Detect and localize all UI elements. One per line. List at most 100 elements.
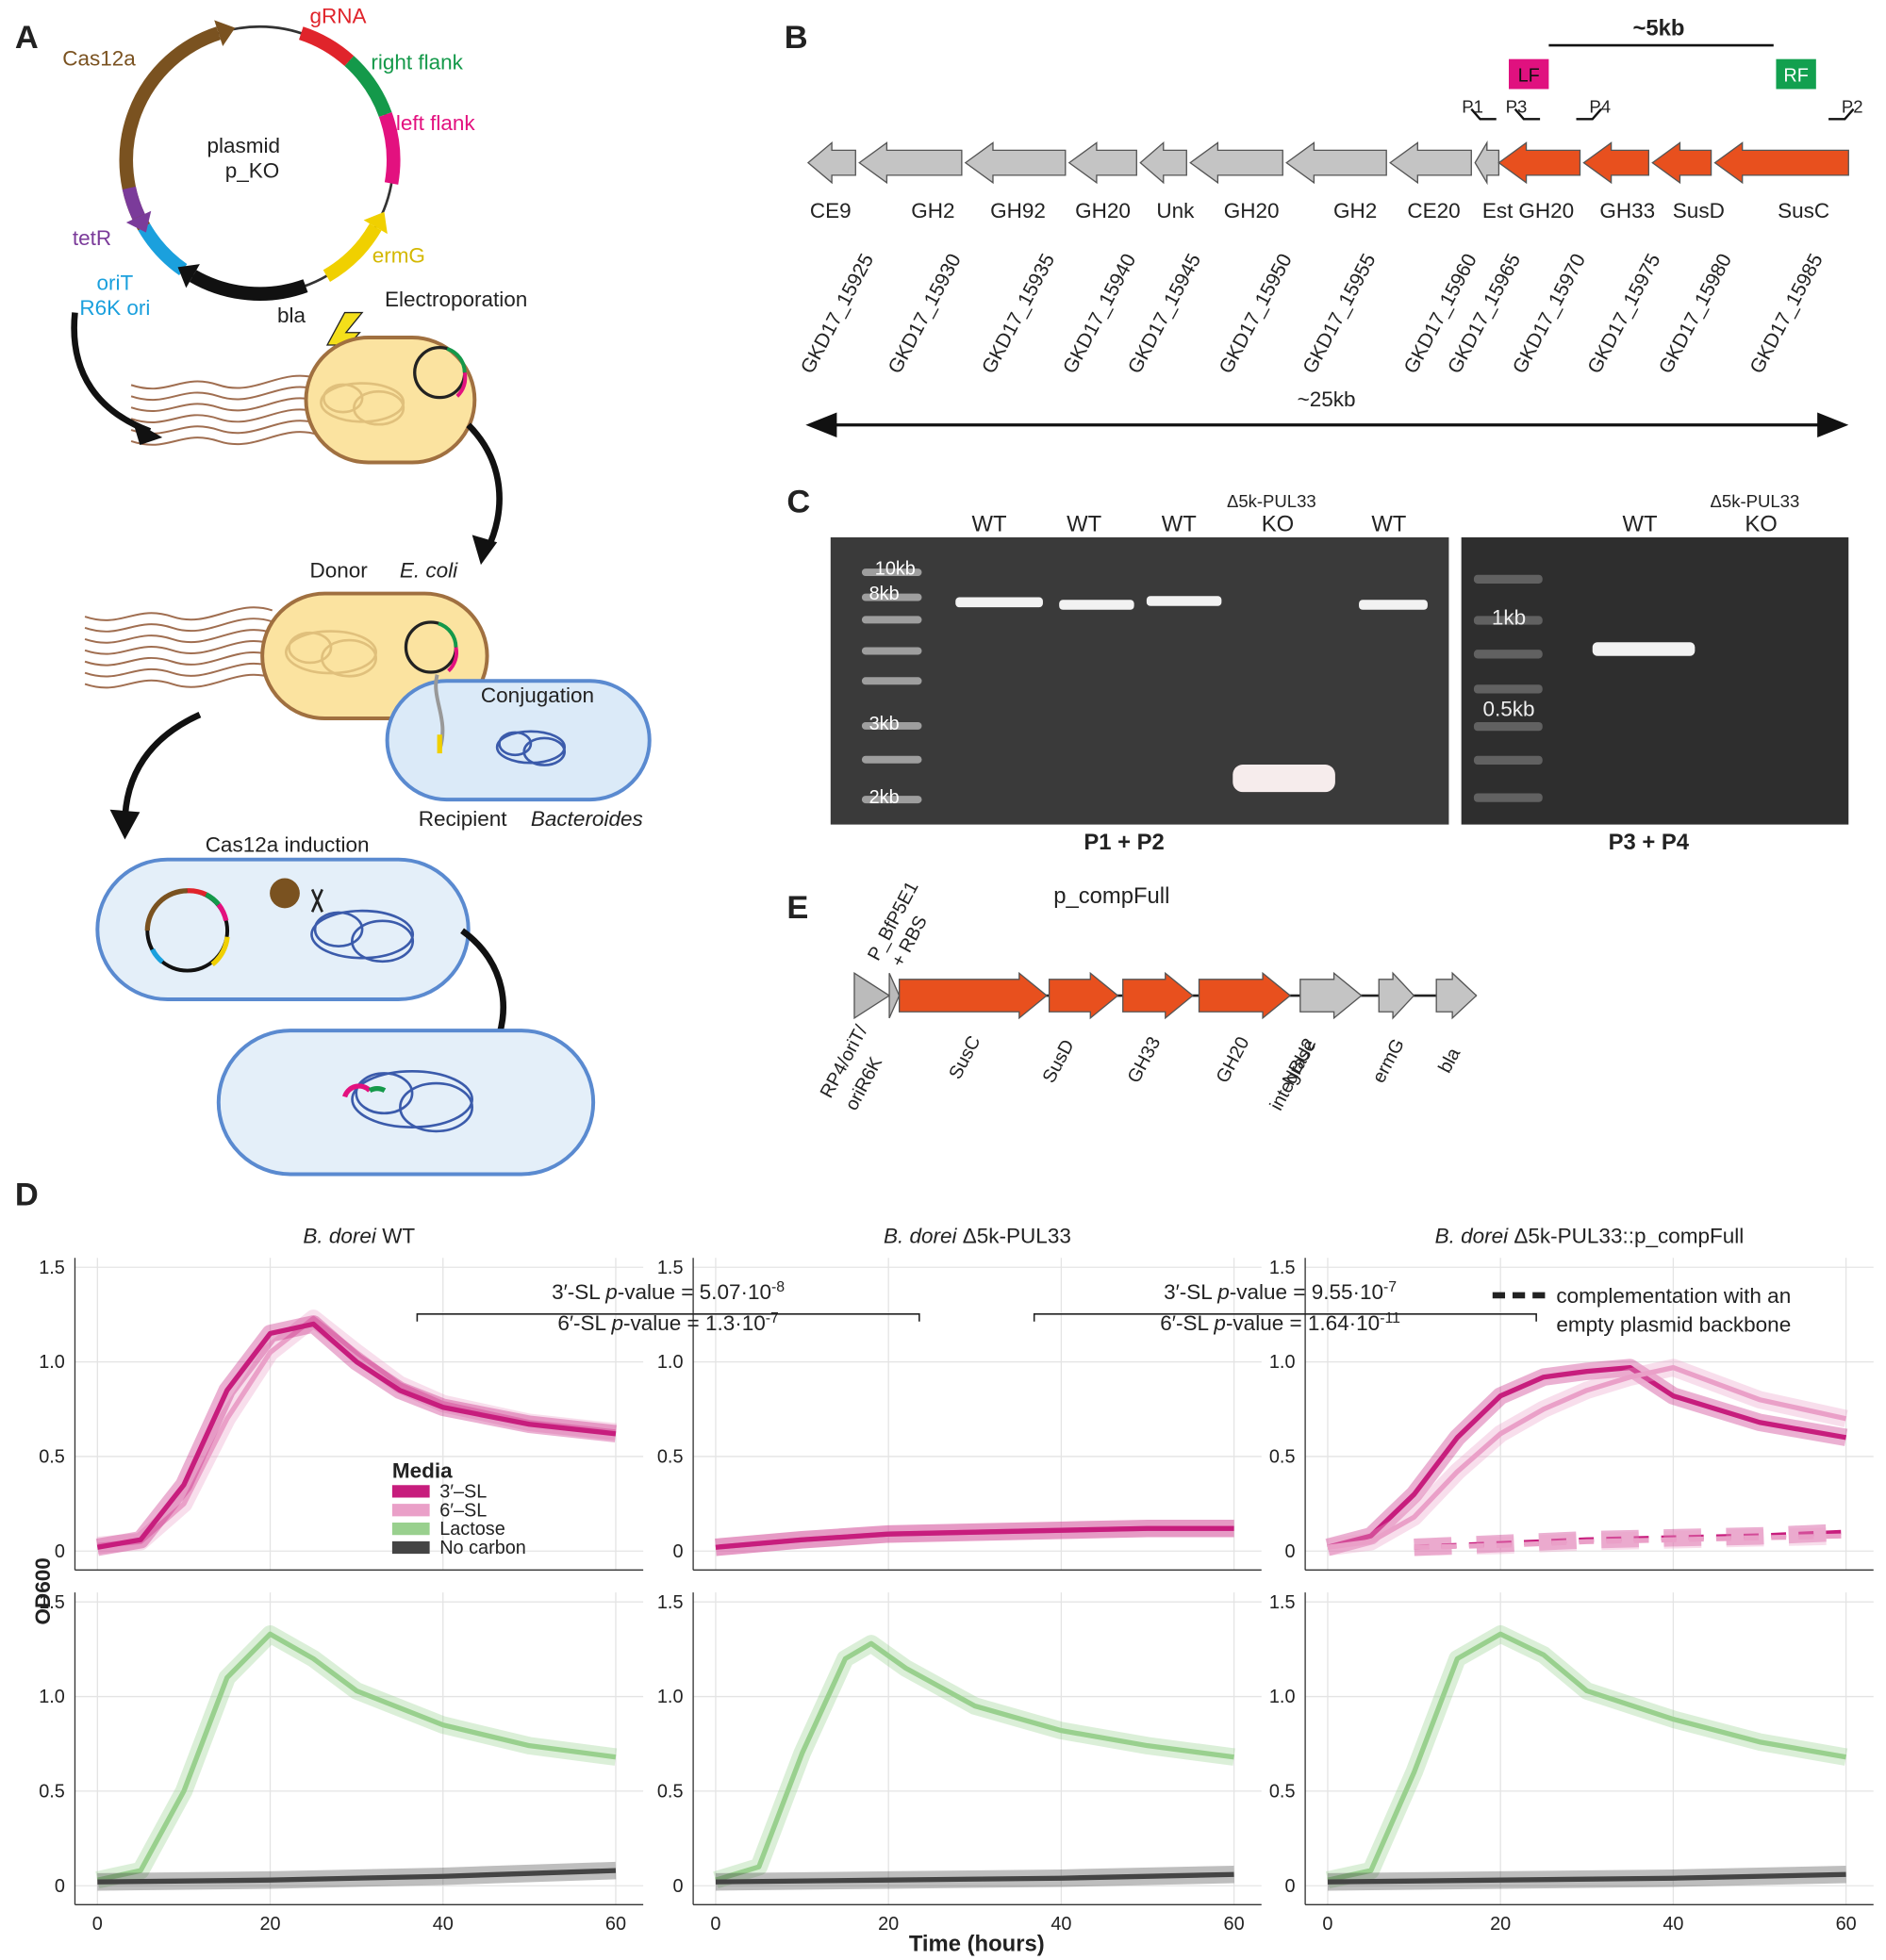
gene-arrow (1474, 140, 1500, 186)
flagellum (84, 640, 273, 655)
nucleoid-top (320, 382, 405, 426)
gene-name: GH20 (1075, 199, 1131, 222)
part-label: bla (1434, 1044, 1464, 1077)
stat-value: -value = 1.64·10 (1226, 1311, 1380, 1335)
gene-locus: GKD17_15980 (1655, 251, 1736, 378)
bla-label: bla (277, 304, 306, 327)
lane-label: WT (971, 511, 1006, 536)
dna-loop (351, 1069, 473, 1128)
primer-p4-label: P4 (1589, 97, 1611, 117)
ladder-band (1473, 684, 1543, 694)
stats-wt-vs-ko: 3′-SL p-value = 5.07·10-8 6′-SL p-value =… (552, 1278, 785, 1335)
dna-loop (322, 383, 364, 414)
stat-value: -value = 9.55·10 (1230, 1280, 1383, 1304)
stat-line: 6′-SL p-value = 1.3·10-7 (557, 1310, 779, 1335)
y-tick-label: 1.0 (657, 1352, 684, 1373)
right-flank-label: right flank (371, 50, 463, 74)
lane-label: WT (1162, 511, 1197, 536)
ladder-band (861, 647, 922, 655)
legend-label: 3′–SL (439, 1482, 487, 1503)
left-flank-label: left flank (396, 111, 476, 135)
ladder-band (1473, 793, 1543, 802)
y-tick-label: 1.5 (657, 1258, 684, 1278)
stat-line: 3′-SL p-value = 5.07·10-8 (552, 1278, 785, 1304)
gene-name: GH20 (1518, 199, 1574, 222)
nucleoid-donor (284, 630, 377, 678)
lane-label: WT (1371, 511, 1406, 536)
flagellum (130, 420, 320, 435)
ladder-band (861, 796, 922, 804)
recipient-label: Recipient (419, 807, 508, 831)
legend-title: Media (392, 1458, 453, 1482)
ladder-label: 3kb (869, 714, 900, 734)
part-label: integrase (1266, 1036, 1321, 1113)
rf-label: RF (1783, 66, 1808, 87)
x-axis-title: Time (hours) (909, 1931, 1045, 1956)
bacteroides-recipient (385, 679, 652, 802)
ladder-band (861, 593, 922, 601)
ladder-label: 0.5kb (1482, 697, 1534, 720)
gene-arrow (1713, 141, 1849, 185)
series-line (1414, 1533, 1846, 1550)
x-tick-label: 60 (1224, 1914, 1245, 1935)
construct-title: p_compFull (1053, 883, 1169, 909)
stat-exponent: -11 (1380, 1310, 1400, 1326)
x-tick-label: 20 (878, 1914, 899, 1935)
ladder-band (861, 721, 922, 730)
strain-genus: B. dorei (1435, 1224, 1514, 1247)
panel-d: 00.51.01.500.51.01.500.51.01.500.51.01.5… (31, 1224, 1874, 1956)
gene-name: GH2 (911, 199, 954, 222)
gene-arrow (858, 141, 963, 185)
strain-name: Δ5k-PUL33::p_compFull (1514, 1224, 1744, 1247)
gel-band (1359, 600, 1428, 610)
ori-arc (138, 223, 188, 276)
ermg-label: ermG (372, 244, 425, 268)
stat-p: p (604, 1280, 618, 1304)
flow-arrow-3 (122, 712, 202, 825)
plot-background (1305, 1258, 1874, 1571)
panel-letter-a: A (15, 20, 39, 56)
stat-media: 6′-SL (1160, 1311, 1214, 1335)
stat-media: 6′-SL (557, 1311, 611, 1335)
legend-label: No carbon (439, 1538, 526, 1558)
gene-locus: GKD17_15955 (1299, 251, 1380, 378)
y-tick-label: 1.5 (657, 1592, 684, 1613)
dna-loop (288, 631, 333, 665)
y-tick-label: 0.5 (39, 1782, 65, 1803)
legend-label: Lactose (439, 1519, 505, 1540)
rf-box (1776, 58, 1816, 90)
gene-arrow (1651, 141, 1712, 185)
x-tick-label: 0 (710, 1914, 720, 1935)
ladder-band (1473, 755, 1543, 766)
mini-plasmid-segment (455, 371, 468, 398)
series-line (715, 1640, 1234, 1883)
cas12a-protein-icon (270, 878, 300, 909)
stat-exponent: -7 (766, 1310, 779, 1326)
lane-label: KO (1262, 511, 1294, 536)
gel-2-caption: P3 + P4 (1609, 830, 1690, 855)
ladder-band (861, 755, 922, 764)
gene-name: CE9 (810, 199, 852, 222)
x-tick-label: 20 (259, 1914, 280, 1935)
series-line (97, 1868, 617, 1885)
x-tick-label: 40 (1663, 1914, 1683, 1935)
lane-label: Δ5k-PUL33 (1227, 491, 1316, 511)
series-line (1327, 1871, 1846, 1885)
induced-plasmid-segment (150, 947, 164, 964)
plot-background (693, 1258, 1262, 1571)
stat-p: p (611, 1311, 624, 1335)
knockout-right-flank (368, 1085, 387, 1094)
construct-gene (1299, 971, 1363, 1020)
y-tick-label: 0.5 (1269, 1447, 1296, 1468)
flow-arrow-2 (466, 422, 503, 552)
flow-arrow-3-head (109, 809, 141, 840)
part-promoter (888, 972, 901, 1019)
plasmid-id: p_KO (225, 159, 280, 183)
primer-arrow (1470, 107, 1497, 121)
primer-p3-label: P3 (1506, 97, 1528, 117)
induced-chromosome (310, 909, 415, 964)
y-tick-label: 1.5 (39, 1592, 65, 1613)
